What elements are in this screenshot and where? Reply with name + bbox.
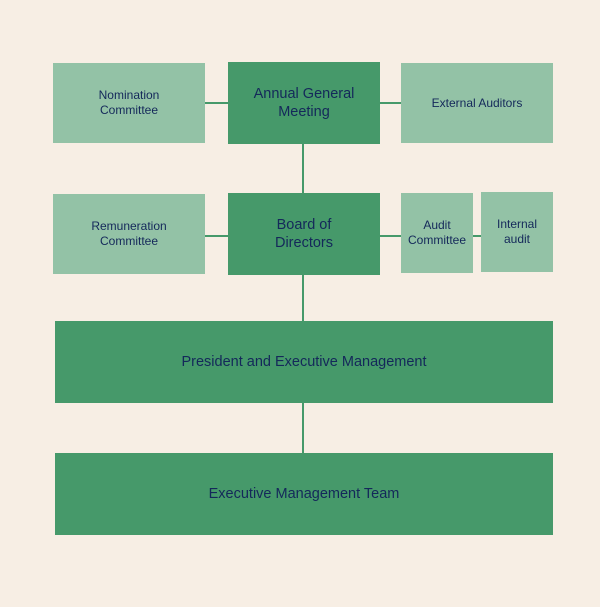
board-of-directors-box: Board of Directors	[228, 193, 380, 275]
president-executive-management-label: President and Executive Management	[181, 353, 427, 370]
connector-president-exec-team	[302, 403, 304, 453]
annual-general-meeting-label: Annual General Meeting	[253, 85, 355, 120]
audit-committee-box: Audit Committee	[401, 193, 473, 273]
connector-agm-board	[302, 144, 304, 193]
nomination-committee-box: Nomination Committee	[53, 63, 205, 143]
executive-management-team-box: Executive Management Team	[55, 453, 553, 535]
annual-general-meeting-box: Annual General Meeting	[228, 62, 380, 144]
board-of-directors-label: Board of Directors	[274, 216, 333, 251]
nomination-committee-label: Nomination Committee	[98, 88, 160, 117]
president-executive-management-box: President and Executive Management	[55, 321, 553, 403]
external-auditors-box: External Auditors	[401, 63, 553, 143]
internal-audit-box: Internal audit	[481, 192, 553, 272]
connector-board-audit	[380, 235, 402, 237]
internal-audit-label: Internal audit	[496, 217, 538, 246]
audit-committee-label: Audit Committee	[407, 218, 466, 247]
connector-nomination-agm	[205, 102, 229, 104]
external-auditors-label: External Auditors	[431, 95, 523, 110]
remuneration-committee-box: Remuneration Committee	[53, 194, 205, 274]
executive-management-team-label: Executive Management Team	[208, 485, 400, 502]
connector-remuneration-board	[205, 235, 229, 237]
remuneration-committee-label: Remuneration Committee	[91, 219, 167, 248]
connector-board-president	[302, 274, 304, 321]
connector-agm-external-auditors	[380, 102, 402, 104]
connector-audit-internal	[473, 235, 481, 237]
